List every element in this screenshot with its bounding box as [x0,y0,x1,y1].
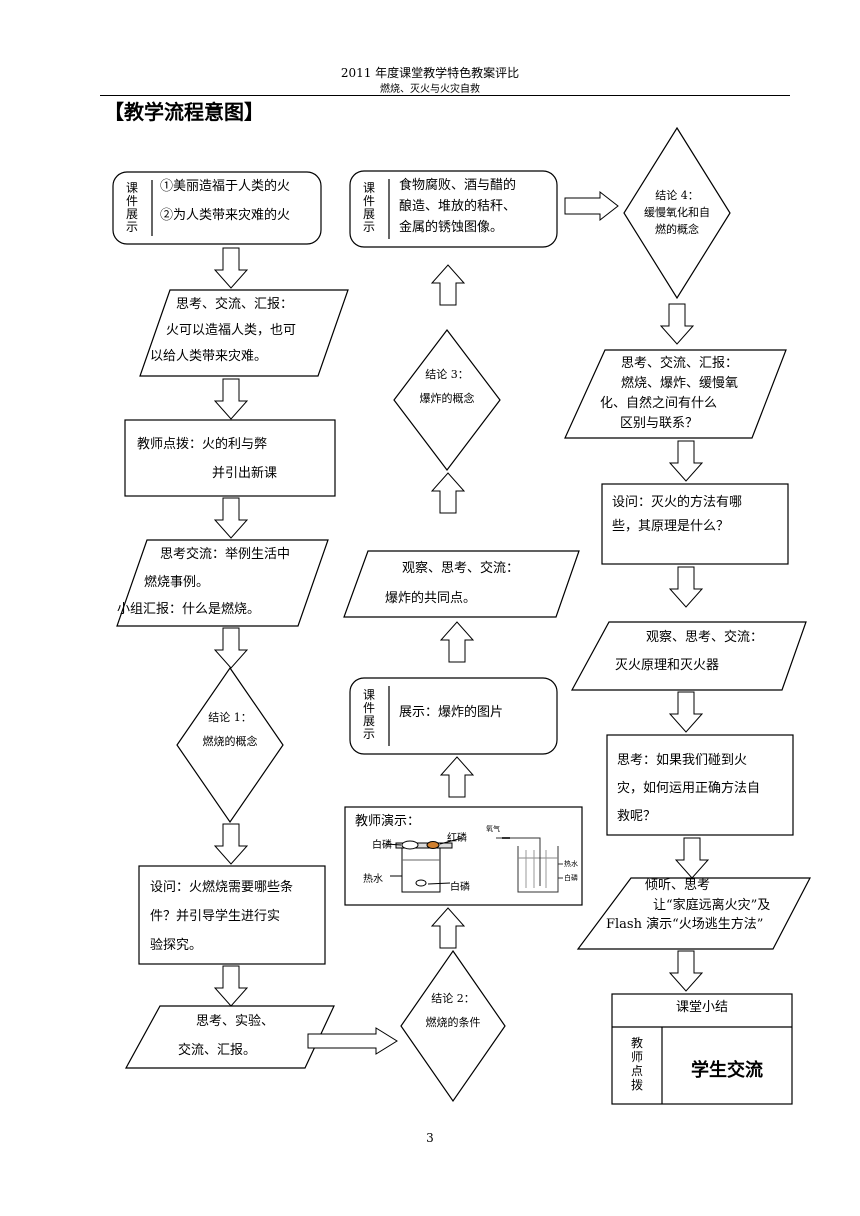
conclusion4-line1: 结论 4： [655,189,699,202]
experiment-line2: 交流、汇报。 [178,1043,257,1058]
conclusion1-diamond [176,666,284,824]
question1-line3: 验探究。 [150,938,203,953]
courseware1-line2: ②为人类带来灾难的火 [160,208,291,223]
courseware3-label: 课件展示 [362,181,375,234]
discuss1-line1: 思考、交流、汇报： [176,297,294,312]
courseware1-line1: ①美丽造福于人类的火 [160,179,291,194]
demo-white-p-2: 白磷 [450,882,470,893]
think-line1: 思考：如果我们碰到火 [617,753,748,768]
observe2-line1: 观察、思考、交流： [646,630,764,645]
courseware3-line1: 食物腐败、酒与醋的 [399,178,517,193]
summary-title: 课堂小结 [675,1000,728,1015]
courseware3-box [349,170,558,248]
demo-box [344,806,583,906]
conclusion1-line2: 燃烧的概念 [202,735,258,748]
apparatus-2 [496,837,563,893]
discuss3-line4: 区别与联系？ [620,416,699,431]
courseware3-line2: 酿造、堆放的秸秆、 [399,199,517,214]
question1-line2: 件？并引导学生进行实 [150,909,281,924]
header-title: 2011 年度课堂教学特色教案评比 [340,66,520,80]
conclusion1-line1: 结论 1： [208,711,252,724]
page-number: 3 [426,1131,434,1145]
conclusion2-line2: 燃烧的条件 [425,1016,481,1029]
demo-white-p-1: 白磷 [372,840,392,851]
discuss3-line1: 思考、交流、汇报： [621,356,739,371]
think-line3: 救呢？ [617,809,657,824]
right-arrow-2 [307,1027,398,1055]
demo-hot-water: 热水 [363,874,383,885]
header-subtitle: 燃烧、灭火与火灾自救 [380,84,480,95]
observe1-parallelogram [343,550,580,618]
discuss1-line2: 火可以造福人类，也可 [166,323,297,338]
discuss2-parallelogram [116,539,329,627]
question1-line1: 设问：火燃烧需要哪些条 [150,880,294,895]
summary-box [611,993,793,1105]
discuss3-parallelogram [564,349,787,439]
apparatus-1 [385,837,463,893]
header-divider [100,95,790,96]
question2-box [601,483,789,565]
think-box [606,734,794,836]
conclusion2-diamond [400,949,506,1103]
summary-body: 学生交流 [691,1060,763,1081]
question2-line1: 设问：灭火的方法有哪 [612,495,743,510]
courseware1-label: 课件展示 [125,181,138,234]
demo-white-p-3: 白磷 [564,874,578,882]
conclusion2-line1: 结论 2： [431,992,475,1005]
observe2-parallelogram [570,621,807,691]
listen-line3: Flash 演示“火场逃生方法” [606,917,764,932]
conclusion3-line1: 结论 3： [425,368,469,381]
listen-line2: 让“家庭远离火灾”及 [653,898,771,913]
discuss2-line2: 燃烧事例。 [144,575,210,590]
teacher1-line1: 教师点拨：火的利与弊 [137,437,268,452]
listen-line1: 倾听、思考 [645,878,711,893]
think-line2: 灾，如何运用正确方法自 [617,781,761,796]
demo-title: 教师演示： [355,814,421,829]
listen-parallelogram [576,877,811,950]
discuss2-line1: 思考交流：举例生活中 [160,547,291,562]
demo-hot-water-2: 热水 [564,860,578,868]
teacher1-box [124,419,336,497]
conclusion4-line3: 燃的概念 [655,223,699,236]
demo-red-p: 红磷 [447,833,467,844]
conclusion4-line2: 缓慢氧化和自 [644,206,710,219]
discuss3-line3: 化、自然之间有什么 [600,396,718,411]
courseware2-line1: 展示：爆炸的图片 [399,705,504,720]
teacher1-line2: 并引出新课 [212,466,278,481]
right-arrow-1 [564,190,619,222]
question1-box [138,865,326,965]
demo-oxygen: 氧气 [486,825,500,833]
courseware3-line3: 金属的锈蚀图像。 [399,220,504,235]
discuss1-line3: 以给人类带来灾难。 [150,349,268,364]
conclusion4-diamond [623,126,731,300]
observe1-line2: 爆炸的共同点。 [385,591,477,606]
courseware1-box [112,171,322,245]
discuss1-parallelogram [139,289,349,377]
section-title: 【教学流程意图】 [104,100,264,124]
courseware2-box [349,677,558,755]
experiment-parallelogram [124,1005,335,1069]
courseware2-label: 课件展示 [362,688,375,741]
conclusion3-line2: 爆炸的概念 [419,392,475,405]
experiment-line1: 思考、实验、 [196,1014,275,1029]
discuss3-line2: 燃烧、爆炸、缓慢氧 [621,376,739,391]
conclusion3-diamond [393,329,501,471]
observe1-line1: 观察、思考、交流： [402,561,520,576]
question2-line2: 些，其原理是什么？ [612,519,730,534]
summary-side-label: 教师点拨 [630,1036,643,1092]
observe2-line2: 灭火原理和灭火器 [615,658,720,673]
discuss2-line3: 小组汇报：什么是燃烧。 [117,602,261,617]
